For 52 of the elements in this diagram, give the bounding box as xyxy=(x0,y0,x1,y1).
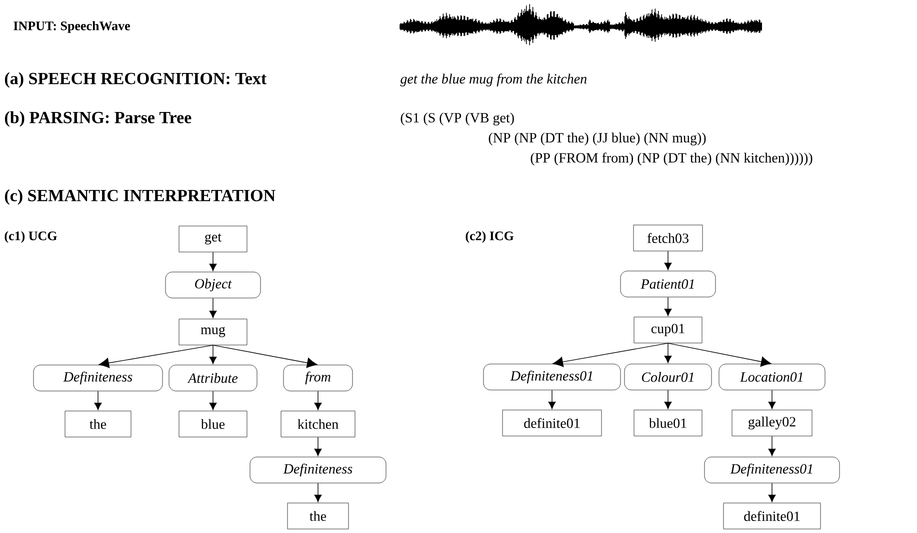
role-box: Location01 xyxy=(718,364,826,390)
section-heading: (b) PARSING: Parse Tree xyxy=(4,111,192,127)
arrow xyxy=(768,482,776,502)
panel-heading: (c1) UCG xyxy=(4,231,57,243)
arrow xyxy=(552,342,668,367)
arrow xyxy=(209,390,217,410)
arrow xyxy=(94,390,102,410)
arrow xyxy=(664,390,672,410)
recognized-text: get the blue mug from the kitchen xyxy=(400,74,586,86)
arrow xyxy=(314,390,322,410)
arrow xyxy=(664,342,672,364)
concept-box: kitchen xyxy=(280,410,356,438)
concept-box: galley02 xyxy=(732,410,812,436)
arrow xyxy=(668,342,772,367)
concept-box: fetch03 xyxy=(633,224,703,252)
arrow xyxy=(98,344,214,368)
arrow xyxy=(209,298,217,318)
arrow xyxy=(314,482,322,502)
concept-box: blue xyxy=(178,410,248,438)
arrow xyxy=(209,344,217,364)
concept-box: mug xyxy=(178,318,248,346)
section-heading: INPUT: SpeechWave xyxy=(14,21,130,33)
arrow xyxy=(664,296,672,316)
role-box: Attribute xyxy=(168,364,258,392)
role-box: from xyxy=(283,364,353,392)
panel-heading: (c2) ICG xyxy=(466,231,514,243)
concept-box: the xyxy=(287,502,349,530)
role-box: Colour01 xyxy=(624,364,712,390)
concept-box: blue01 xyxy=(634,410,702,436)
arrow xyxy=(314,436,322,456)
arrow xyxy=(664,250,672,270)
arrow xyxy=(209,252,217,272)
concept-box: get xyxy=(178,226,248,252)
arrow xyxy=(548,390,556,410)
section-heading: (a) SPEECH RECOGNITION: Text xyxy=(4,72,267,88)
concept-box: the xyxy=(64,410,132,438)
parse-tree-line: (S1 (S (VP (VB get) xyxy=(400,112,514,126)
arrow xyxy=(768,390,776,410)
role-box: Definiteness xyxy=(250,456,386,484)
arrow xyxy=(768,436,776,456)
role-box: Definiteness xyxy=(33,364,163,392)
parse-tree-line: (NP (NP (DT the) (JJ blue) (NN mug)) xyxy=(488,132,706,146)
role-box: Patient01 xyxy=(620,270,716,298)
parse-tree-line: (PP (FROM from) (NP (DT the) (NN kitchen)))))) xyxy=(530,152,812,166)
concept-box: cup01 xyxy=(634,316,702,344)
role-box: Definiteness01 xyxy=(483,364,621,390)
section-heading: (c) SEMANTIC INTERPRETATION xyxy=(4,189,276,205)
concept-box: definite01 xyxy=(502,410,602,436)
role-box: Definiteness01 xyxy=(704,456,840,484)
arrow xyxy=(212,344,318,368)
concept-box: definite01 xyxy=(723,502,821,530)
role-box: Object xyxy=(165,272,261,298)
